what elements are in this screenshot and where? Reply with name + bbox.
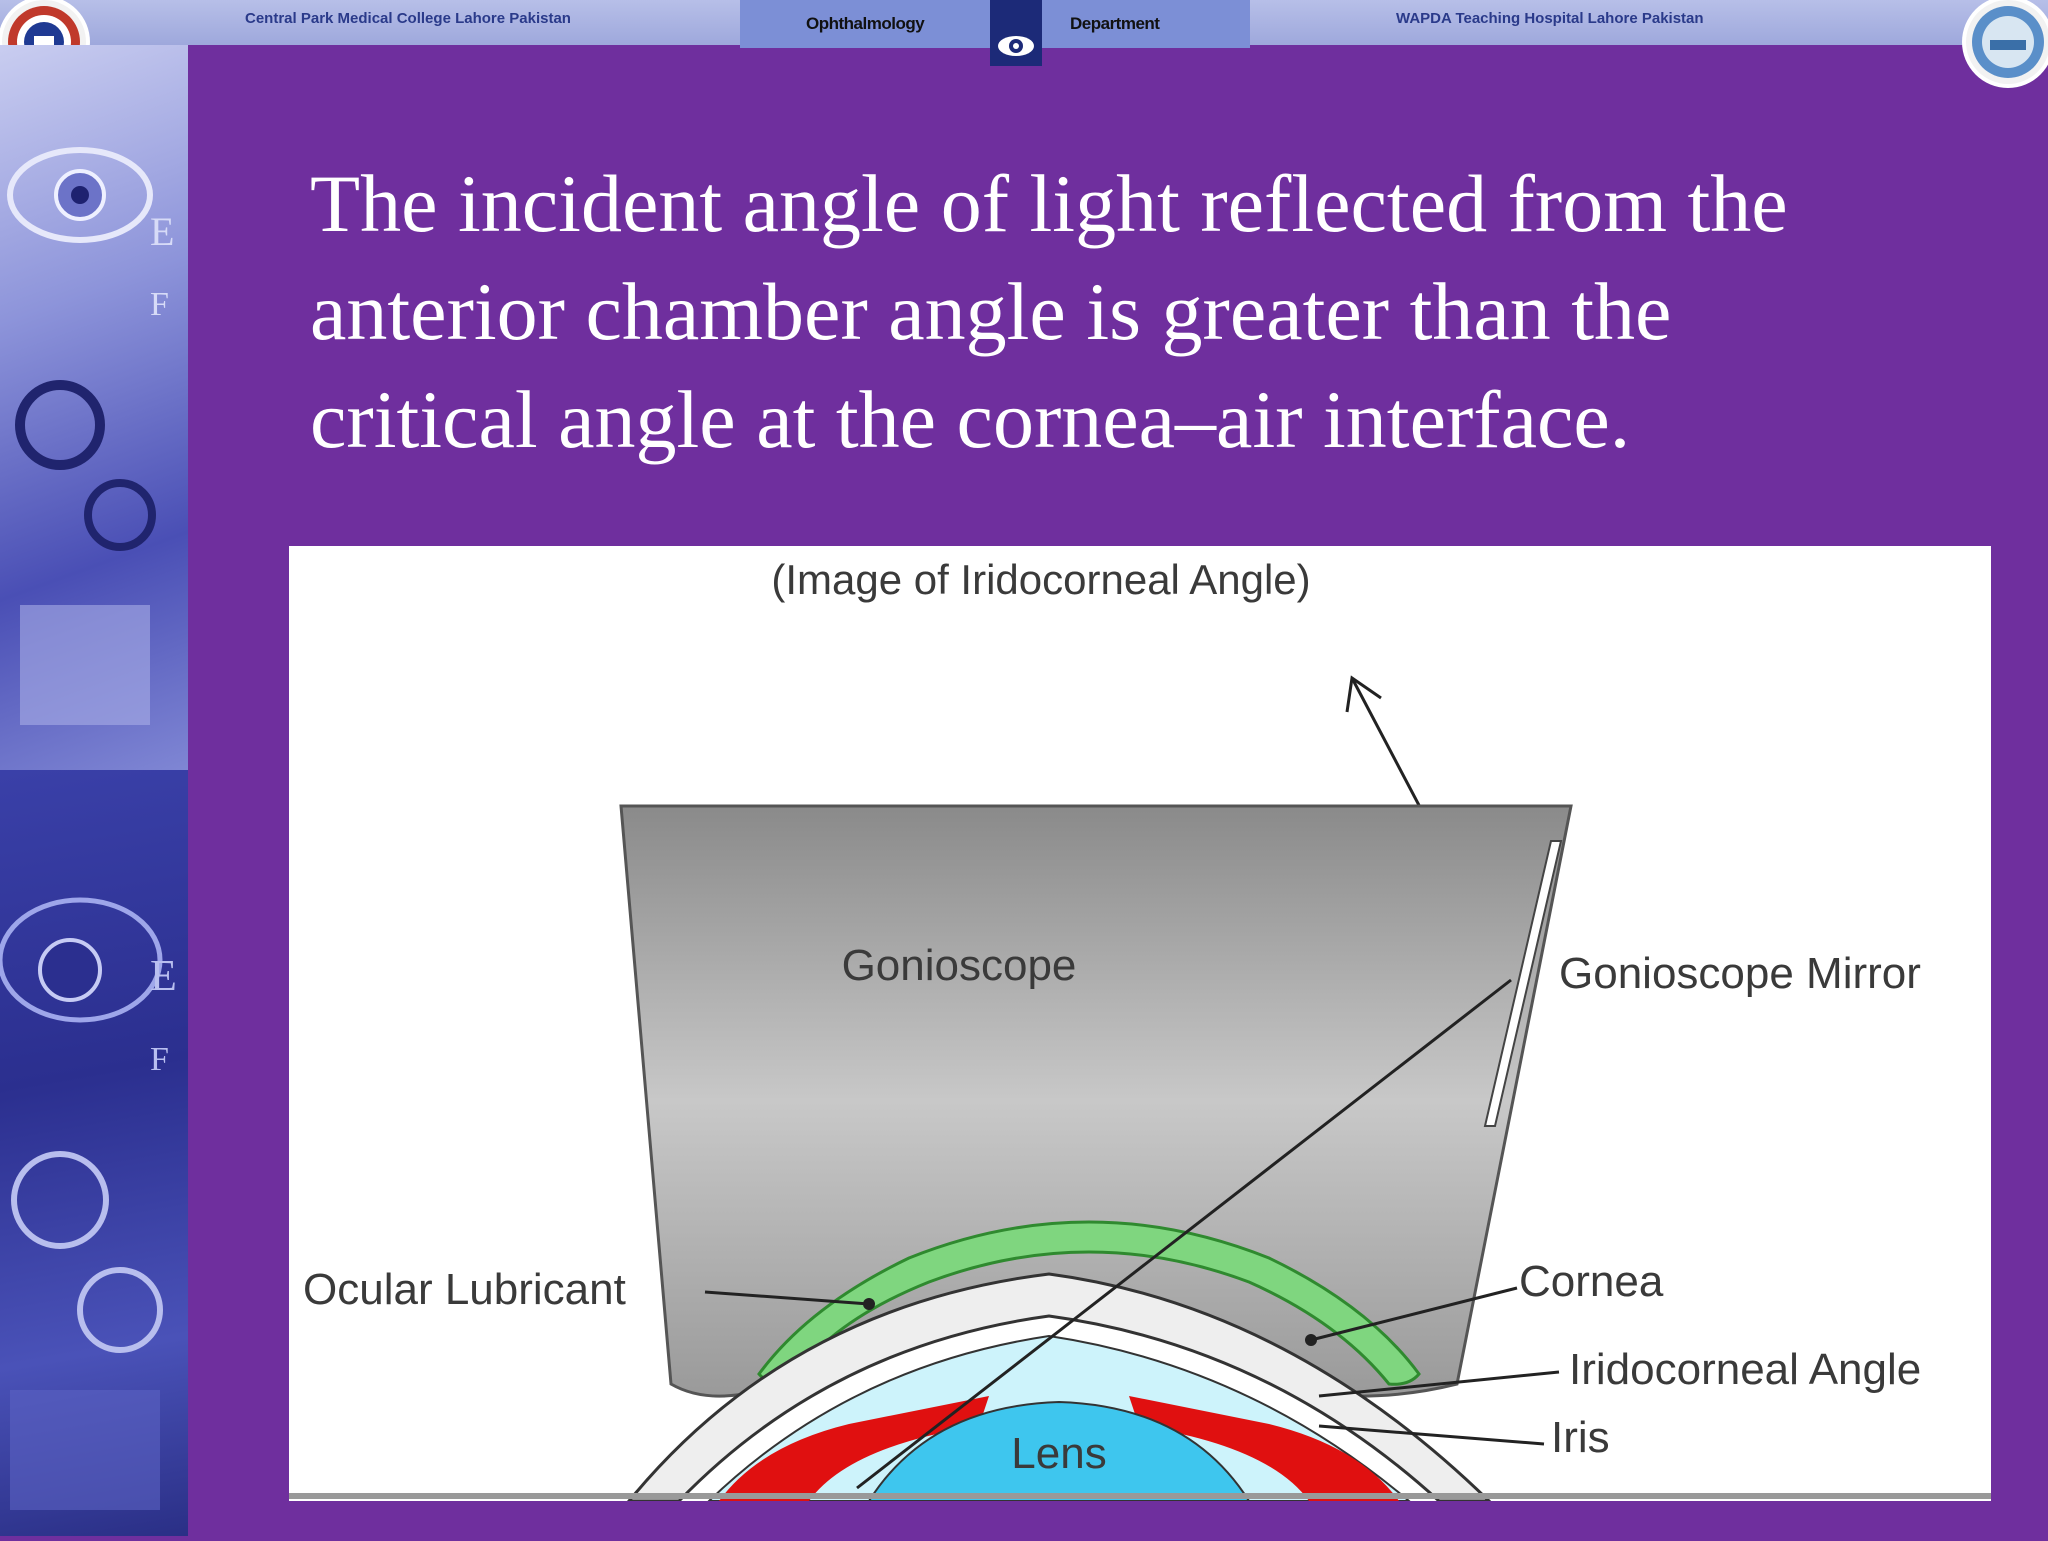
svg-text:E: E <box>150 951 177 1000</box>
iris-leader <box>1318 1424 1545 1446</box>
arrowhead <box>1345 675 1382 713</box>
cornea-label: Cornea <box>1519 1257 1664 1306</box>
iris-label: Iris <box>1551 1413 1610 1462</box>
eye-icon <box>990 0 1042 66</box>
lens-label: Lens <box>1011 1429 1106 1478</box>
gonioscopy-diagram: (Image of Iridocorneal Angle) Gonioscope… <box>289 546 1991 1501</box>
gonioscope-mirror <box>1483 840 1563 1127</box>
ocular-lubricant-label: Ocular Lubricant <box>303 1265 626 1314</box>
title-line-2: anterior chamber angle is greater than t… <box>310 266 1672 357</box>
header-hospital-text: WAPDA Teaching Hospital Lahore Pakistan <box>1396 10 1704 27</box>
header-department-block: Ophthalmology Department <box>740 0 1250 66</box>
incident-ray <box>856 978 1512 1490</box>
lens <box>867 1400 1251 1501</box>
iridocorneal-angle-label: Iridocorneal Angle <box>1569 1345 1921 1394</box>
header-department-text: Department <box>1070 14 1160 33</box>
title-line-1: The incident angle of light reflected fr… <box>310 158 1788 249</box>
gonioscope-label: Gonioscope <box>842 941 1077 990</box>
cornea-leader-dot <box>1305 1334 1317 1346</box>
svg-text:F: F <box>150 286 169 323</box>
hospital-logo <box>1966 0 2048 84</box>
header-college-text: Central Park Medical College Lahore Paki… <box>245 10 571 27</box>
angle-leader <box>1318 1370 1560 1398</box>
lubricant-leader <box>704 1290 870 1306</box>
lubricant-layer <box>757 1220 1421 1386</box>
sidebar-eye-artwork-top: E F <box>0 45 188 770</box>
slide-title: The incident angle of light reflected fr… <box>310 150 2010 474</box>
svg-text:F: F <box>150 1041 169 1078</box>
title-line-3: critical angle at the cornea–air interfa… <box>310 374 1631 465</box>
header-ophthalmology-text: Ophthalmology <box>806 14 925 33</box>
lubricant-leader-dot <box>863 1298 875 1310</box>
iris-left <box>719 1396 989 1501</box>
gonioscope-mirror-label: Gonioscope Mirror <box>1559 949 1921 998</box>
cornea <box>627 1272 1492 1501</box>
cornea-leader <box>1310 1286 1518 1342</box>
iris-right <box>1129 1396 1399 1501</box>
sidebar-eye-artwork-bottom: E F <box>0 770 188 1536</box>
diagram-caption: (Image of Iridocorneal Angle) <box>771 556 1310 603</box>
svg-text:E: E <box>150 209 174 254</box>
